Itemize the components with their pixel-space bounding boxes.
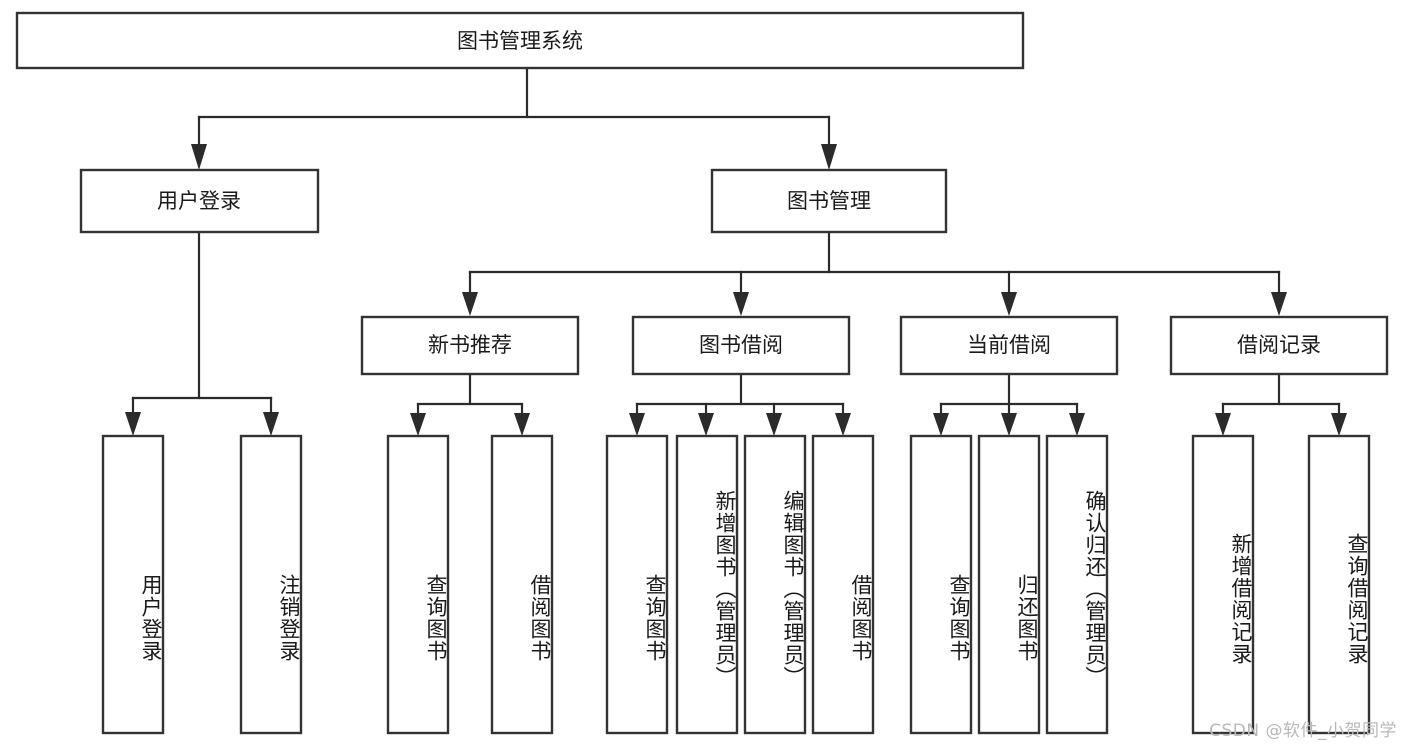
node-book-borrow-box[interactable] [631,315,851,376]
node-book-management-box[interactable] [710,168,948,234]
node-borrow-record-box[interactable] [1169,315,1389,376]
node-book-borrow[interactable]: 图书借阅 [631,315,851,376]
node-user-login[interactable]: 用户登录 [79,168,320,234]
arrow-head-icon [1001,413,1017,436]
arrow-head-icon [733,292,749,316]
connector-root-to-level2 [191,66,837,170]
arrow-head-icon [1001,292,1017,316]
node-new-book-recommend-box[interactable] [360,315,580,376]
leaf-box-add-book-admin[interactable] [675,434,739,735]
node-root-label: 图书管理系统 [457,29,583,53]
leaf-box-borrow-book[interactable] [811,434,875,735]
connector-book-mgmt-to-level3 [462,230,1287,316]
node-book-management[interactable]: 图书管理 [710,168,948,234]
connector-new-book-to-leaves [410,372,530,436]
arrow-head-icon [698,413,714,436]
arrow-head-icon [410,413,426,436]
node-book-borrow-label: 图书借阅 [699,333,783,357]
leaf-box-return-book[interactable] [977,434,1041,735]
node-book-management-label: 图书管理 [787,189,871,213]
node-current-borrow[interactable]: 当前借阅 [899,315,1119,376]
node-borrow-record[interactable]: 借阅记录 [1169,315,1389,376]
node-current-borrow-box[interactable] [899,315,1119,376]
watermark-label: CSDN @软件_小贺同学 [1209,721,1397,741]
node-user-login-box[interactable] [79,168,320,234]
leaf-box-confirm-return-admin[interactable] [1045,434,1109,735]
arrow-head-icon [933,413,949,436]
arrow-head-icon [821,144,837,170]
leaf-box-query-book-borrow[interactable] [605,434,669,735]
arrow-head-icon [1271,292,1287,316]
arrow-head-icon [191,144,207,170]
leaf-box-edit-book-admin[interactable] [743,434,807,735]
leaf-box-query-book-recommend[interactable] [386,434,450,735]
arrow-head-icon [125,412,141,436]
arrow-head-icon [1331,413,1347,436]
leaf-boxes [101,434,1371,735]
leaf-box-borrow-book-recommend[interactable] [490,434,554,735]
connector-borrow-record-to-leaves [1215,372,1347,436]
connector-current-borrow-to-leaves [933,372,1085,436]
leaf-box-query-borrow-record[interactable] [1307,434,1371,735]
leaf-box-query-book-current[interactable] [909,434,973,735]
connector-user-login-to-leaves [125,230,279,436]
arrow-head-icon [766,413,782,436]
arrow-head-icon [1069,413,1085,436]
arrow-head-icon [629,413,645,436]
arrow-head-icon [1215,413,1231,436]
leaf-box-user-login[interactable] [101,434,165,735]
arrow-head-icon [514,413,530,436]
connector-book-borrow-to-leaves [629,372,851,436]
node-root-box[interactable] [15,11,1025,70]
node-borrow-record-label: 借阅记录 [1237,333,1321,357]
node-root[interactable]: 图书管理系统 [15,11,1025,70]
node-current-borrow-label: 当前借阅 [967,333,1051,357]
node-new-book-recommend-label: 新书推荐 [428,333,512,357]
node-user-login-label: 用户登录 [157,189,241,213]
leaf-box-add-borrow-record[interactable] [1191,434,1255,735]
arrow-head-icon [263,412,279,436]
arrow-head-icon [835,413,851,436]
leaf-box-logout[interactable] [239,434,303,735]
arrow-head-icon [462,292,478,316]
node-new-book-recommend[interactable]: 新书推荐 [360,315,580,376]
